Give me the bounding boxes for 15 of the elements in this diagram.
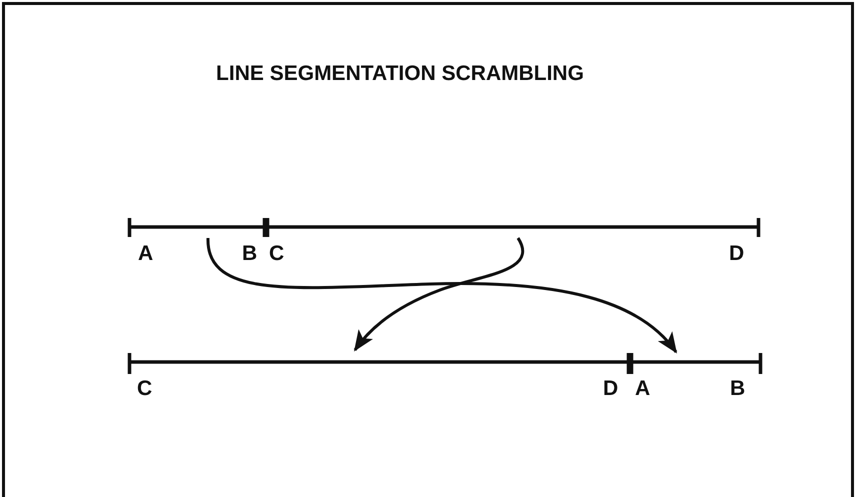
curved-arrow <box>206 238 678 354</box>
segment-endpoint-label: D <box>729 242 744 266</box>
segment-endpoint-label: A <box>635 377 650 401</box>
segment-endpoint-label: D <box>603 377 618 401</box>
line-segment <box>128 352 630 375</box>
segment-endpoint-label: A <box>138 242 154 266</box>
segment-endpoint-label: B <box>730 377 746 401</box>
curved-arrow <box>354 237 524 352</box>
line-segment <box>266 217 760 238</box>
segment-endpoint-label: B <box>242 242 258 266</box>
title: LINE SEGMENTATION SCRAMBLING <box>215 62 585 86</box>
segment-endpoint-label: C <box>137 377 152 401</box>
line-segment <box>128 217 266 238</box>
segment-endpoint-label: C <box>269 242 284 266</box>
line-segment <box>630 352 762 375</box>
